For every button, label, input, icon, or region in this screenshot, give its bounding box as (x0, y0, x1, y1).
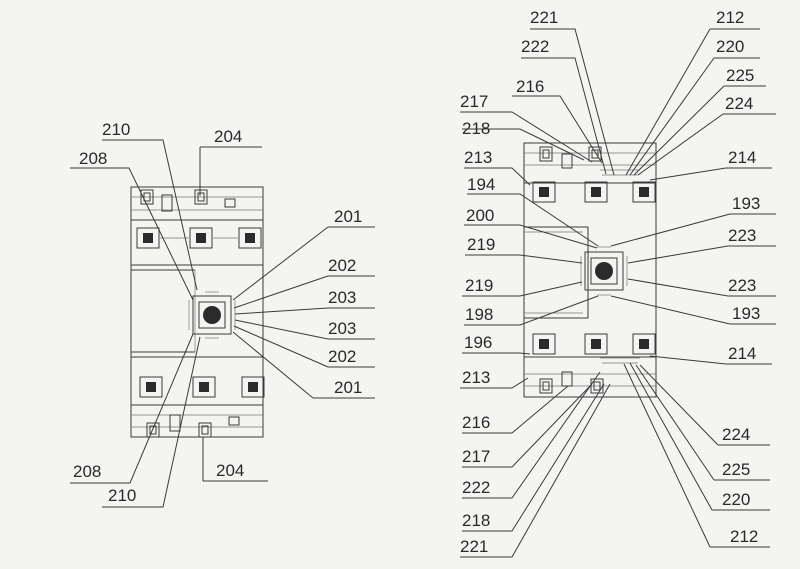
label-223-top: 223 (728, 226, 756, 245)
right-device-body (523, 142, 657, 398)
label-210-bottom: 210 (108, 486, 136, 505)
label-216-bottom: 216 (462, 413, 490, 432)
label-204-bottom: 204 (216, 461, 244, 480)
label-202-top: 202 (328, 256, 356, 275)
left-top-clips (140, 189, 236, 212)
label-208-bottom: 208 (73, 462, 101, 481)
label-225-bottom: 225 (722, 460, 750, 479)
label-212-top: 212 (716, 8, 744, 27)
right-device: 221 212 222 220 216 225 217 224 218 213 … (460, 8, 776, 558)
left-lower-modules (139, 376, 265, 398)
label-223-bottom: 223 (728, 276, 756, 295)
left-leader-lines (70, 139, 375, 508)
label-217-bottom: 217 (462, 447, 490, 466)
label-203-bottom: 203 (328, 319, 356, 338)
label-219-bottom: 219 (465, 276, 493, 295)
right-upper-modules (532, 181, 656, 203)
label-194: 194 (467, 175, 495, 194)
label-198: 198 (465, 305, 493, 324)
label-212-bottom: 212 (730, 527, 758, 546)
left-central-sensor (188, 291, 236, 339)
label-208-top: 208 (79, 149, 107, 168)
label-210-top: 210 (102, 120, 130, 139)
label-203-top: 203 (328, 288, 356, 307)
label-224-bottom: 224 (722, 425, 750, 444)
label-204-top: 204 (214, 127, 242, 146)
label-214-bottom: 214 (728, 344, 756, 363)
label-201-bottom: 201 (334, 378, 362, 397)
label-216-top: 216 (516, 77, 544, 96)
label-220-bottom: 220 (722, 490, 750, 509)
label-196: 196 (464, 333, 492, 352)
label-222-bottom: 222 (462, 478, 490, 497)
label-218-bottom: 218 (462, 511, 490, 530)
label-201-top: 201 (334, 207, 362, 226)
left-bottom-clips (146, 414, 240, 438)
label-218-top: 218 (462, 119, 490, 138)
label-213-bottom: 213 (462, 368, 490, 387)
label-202-bottom: 202 (328, 347, 356, 366)
label-200: 200 (466, 206, 494, 225)
left-top-rail (130, 186, 264, 221)
label-224-top: 224 (725, 94, 753, 113)
label-221-top: 221 (530, 8, 558, 27)
label-193-bottom: 193 (732, 304, 760, 323)
right-leader-lines (460, 28, 776, 558)
label-217-top: 217 (460, 92, 488, 111)
label-220-top: 220 (716, 37, 744, 56)
label-214-top: 214 (728, 148, 756, 167)
left-device: 210 204 208 201 202 203 203 202 201 208 … (70, 120, 375, 508)
left-device-body (130, 186, 264, 438)
label-221-bottom: 221 (460, 537, 488, 556)
right-bottom-clips (539, 357, 640, 394)
right-top-rail (523, 142, 657, 184)
label-219-top: 219 (467, 235, 495, 254)
right-bottom-rail (523, 356, 657, 398)
left-bottom-rail (130, 404, 264, 438)
label-225-top: 225 (726, 66, 754, 85)
right-lower-modules (532, 333, 656, 355)
label-213-top: 213 (464, 148, 492, 167)
label-193-top: 193 (732, 194, 760, 213)
left-upper-modules (136, 227, 262, 249)
right-central-sensor (580, 246, 628, 296)
label-222-top: 222 (521, 37, 549, 56)
